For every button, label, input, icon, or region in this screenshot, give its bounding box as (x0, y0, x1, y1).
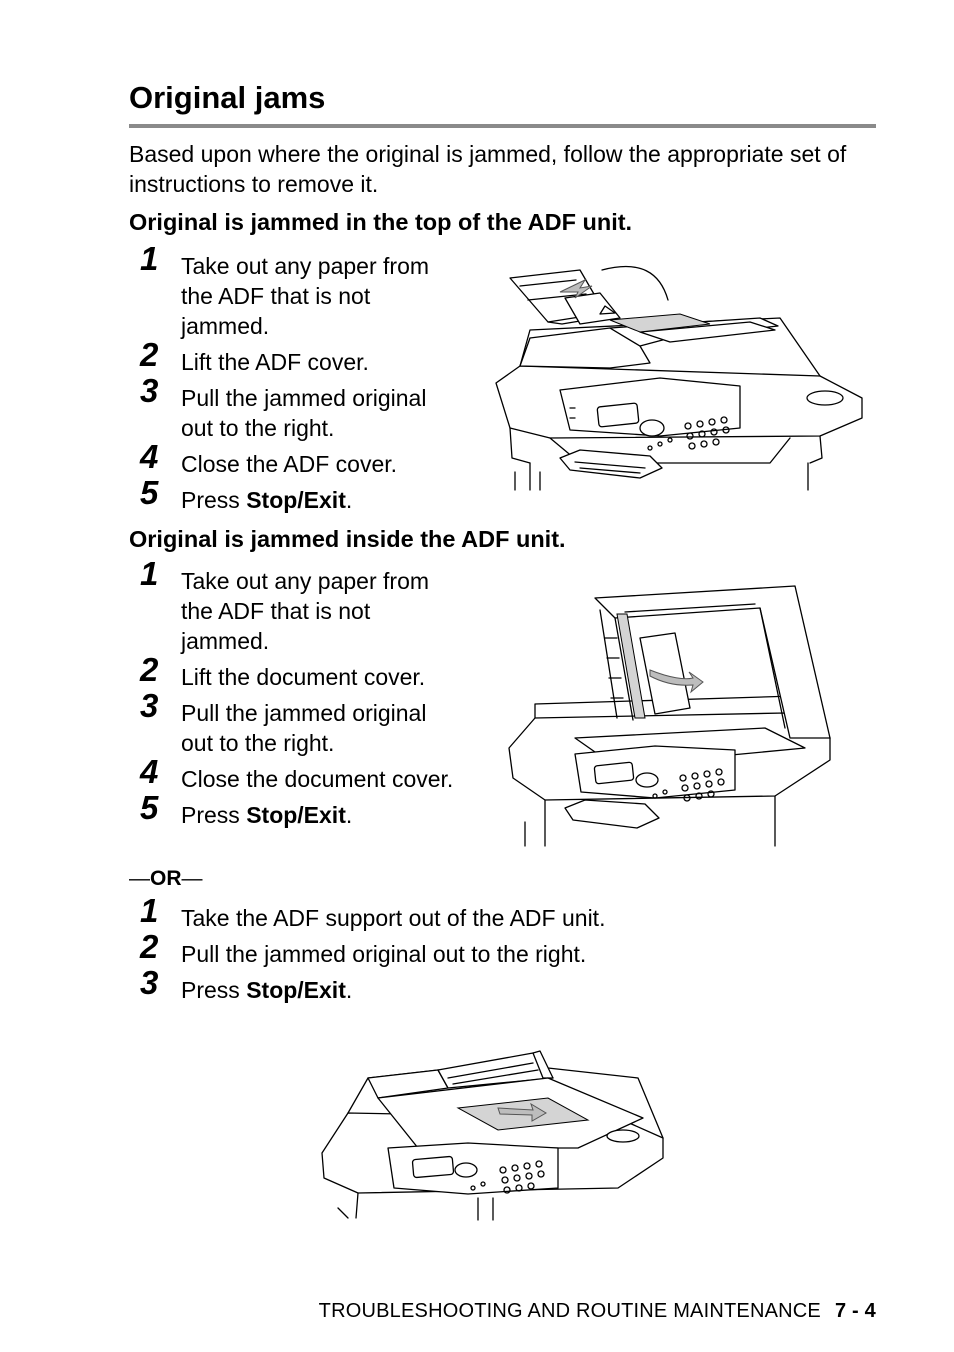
step: 2 Pull the jammed original out to the ri… (129, 929, 829, 969)
page-number: 7 - 4 (834, 1300, 876, 1322)
step-text: Take the ADF support out of the ADF unit… (181, 905, 606, 931)
page-footer: TROUBLESHOOTING AND ROUTINE MAINTENANCE 7… (319, 1300, 876, 1323)
step-text: Close the ADF cover. (181, 451, 398, 477)
section-top-heading: Original is jammed in the top of the ADF… (129, 209, 633, 235)
step: 4 Close the document cover. (129, 754, 459, 794)
machine-document-cover-open-illustration (508, 585, 831, 847)
step: 2 Lift the ADF cover. (129, 337, 459, 377)
step: 1 Take out any paper from the ADF that i… (129, 556, 459, 656)
step-text: Lift the ADF cover. (181, 349, 369, 375)
stop-exit-key: Stop/Exit (246, 802, 346, 828)
or-label: OR (150, 867, 182, 890)
step-number: 2 (140, 651, 159, 688)
step-number: 4 (140, 438, 159, 475)
step-number: 5 (140, 474, 159, 511)
step: 2 Lift the document cover. (129, 652, 459, 692)
step: 3 Pull the jammed original out to the ri… (129, 373, 459, 443)
step: 4 Close the ADF cover. (129, 439, 459, 479)
step-text: Press Stop/Exit. (181, 977, 353, 1003)
step-text: Pull the jammed original out to the righ… (181, 700, 427, 756)
step-number: 1 (140, 892, 159, 929)
step: 5 Press Stop/Exit. (129, 790, 459, 830)
step-text: Take out any paper from the ADF that is … (181, 253, 430, 339)
section-inside-heading: Original is jammed inside the ADF unit. (129, 526, 566, 552)
section-top-steps: 1 Take out any paper from the ADF that i… (129, 241, 459, 521)
step: 3 Press Stop/Exit. (129, 965, 829, 1005)
stop-exit-key: Stop/Exit (246, 977, 346, 1003)
step: 5 Press Stop/Exit. (129, 475, 459, 515)
or-separator: —OR— (129, 867, 203, 890)
step-text: Press Stop/Exit. (181, 487, 353, 513)
machine-adf-cover-open-illustration (495, 265, 863, 491)
title-rule (129, 124, 876, 128)
section-inside-steps: 1 Take out any paper from the ADF that i… (129, 556, 459, 836)
step: 1 Take out any paper from the ADF that i… (129, 241, 459, 341)
step-number: 3 (140, 372, 159, 409)
step-number: 1 (140, 555, 159, 592)
stop-exit-key: Stop/Exit (246, 487, 346, 513)
step-number: 5 (140, 789, 159, 826)
step-number: 3 (140, 687, 159, 724)
step: 3 Pull the jammed original out to the ri… (129, 688, 459, 758)
step: 1 Take the ADF support out of the ADF un… (129, 893, 829, 933)
step-number: 1 (140, 240, 159, 277)
step-text: Take out any paper from the ADF that is … (181, 568, 430, 654)
page-title: Original jams (129, 80, 326, 115)
step-text: Pull the jammed original out to the righ… (181, 941, 587, 967)
section-alt-steps: 1 Take the ADF support out of the ADF un… (129, 893, 829, 1011)
step-text: Lift the document cover. (181, 664, 426, 690)
machine-adf-support-removed-illustration (321, 1050, 664, 1221)
step-number: 3 (140, 964, 159, 1001)
step-number: 2 (140, 928, 159, 965)
step-text: Press Stop/Exit. (181, 802, 353, 828)
intro-paragraph: Based upon where the original is jammed,… (129, 141, 847, 197)
footer-chapter: TROUBLESHOOTING AND ROUTINE MAINTENANCE (318, 1300, 821, 1322)
step-text: Pull the jammed original out to the righ… (181, 385, 427, 441)
step-number: 2 (140, 336, 159, 373)
step-number: 4 (140, 753, 159, 790)
step-text: Close the document cover. (181, 766, 454, 792)
